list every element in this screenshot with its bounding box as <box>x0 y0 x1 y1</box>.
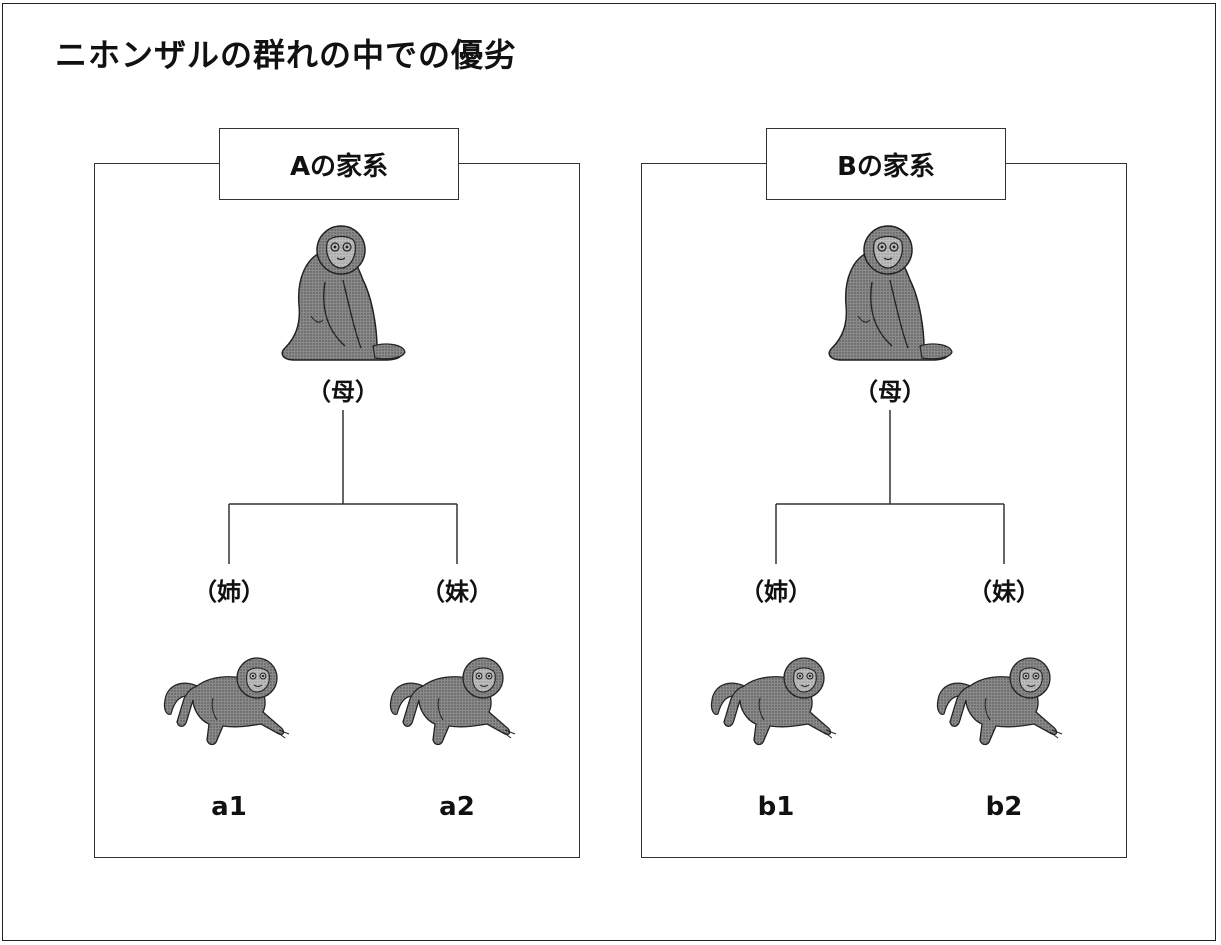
younger-sister-label: （妹） <box>421 578 493 606</box>
adult-monkey-sitting-icon <box>265 220 415 370</box>
young-monkey-crawling-icon <box>700 648 850 758</box>
mother-label: （母） <box>854 378 926 406</box>
family-label: Bの家系 <box>766 128 1006 200</box>
elder-sister-label: （姉） <box>740 578 812 606</box>
young-monkey-crawling-icon <box>926 648 1076 758</box>
child-id-label: a2 <box>439 792 475 822</box>
family-box-a: Aの家系 （母） （姉） （妹） a1 a2 <box>94 128 580 858</box>
child-id-label: b2 <box>985 792 1023 822</box>
family-tree-connectors <box>775 410 1005 564</box>
family-tree-connectors <box>228 410 458 564</box>
young-monkey-crawling-icon <box>379 648 529 758</box>
younger-sister-label: （妹） <box>968 578 1040 606</box>
family-box-b: Bの家系 （母） （姉） （妹） b1 b2 <box>641 128 1127 858</box>
elder-sister-label: （姉） <box>193 578 265 606</box>
child-id-label: b1 <box>757 792 795 822</box>
child-id-label: a1 <box>211 792 247 822</box>
diagram-frame <box>2 3 1216 941</box>
young-monkey-crawling-icon <box>153 648 303 758</box>
page-title: ニホンザルの群れの中での優劣 <box>55 36 518 74</box>
mother-label: （母） <box>307 378 379 406</box>
adult-monkey-sitting-icon <box>812 220 962 370</box>
family-label: Aの家系 <box>219 128 459 200</box>
